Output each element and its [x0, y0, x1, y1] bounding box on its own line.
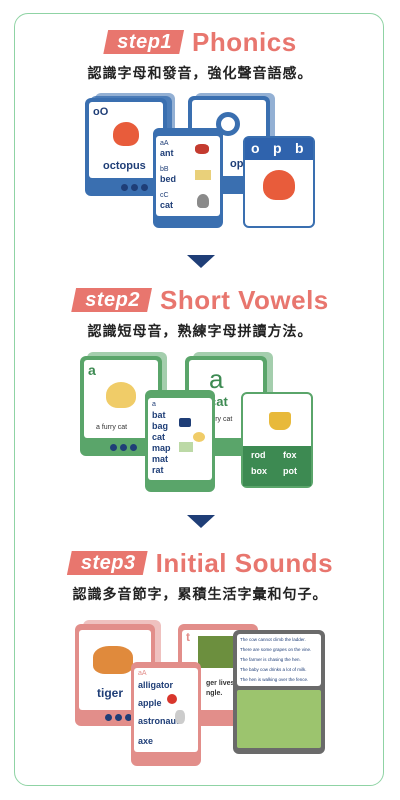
letter-o-graphic	[216, 112, 240, 136]
vowel-list-card: a bat bag cat map mat rat	[145, 390, 215, 492]
cat-illustration	[106, 382, 136, 408]
step2-description: 認識短母音，熟練字母拼讀方法。	[87, 323, 313, 339]
step1-section: step1 Phonics 認識字母和發音，強化聲音語感。	[0, 27, 400, 83]
pot-illustration	[269, 412, 291, 430]
tiger-illustration	[93, 646, 133, 674]
step3-tag: step3	[66, 551, 148, 575]
farm-scene-picture	[237, 690, 321, 748]
step2-title: Short Vowels	[159, 285, 329, 315]
step1-card-illustration: oO octopus opus aA ant bB bed cC cat o p…	[75, 88, 325, 228]
step3-card-illustration: tiger t ger lives in ngle. aA alligator …	[75, 618, 325, 768]
step3-section: step3 Initial Sounds 認識多音節字，累積生活字彙和句子。	[0, 548, 400, 604]
step1-title: Phonics	[192, 27, 297, 57]
step3-title: Initial Sounds	[155, 548, 334, 578]
down-arrow-icon	[187, 255, 215, 268]
down-arrow-icon	[187, 515, 215, 528]
step3-description: 認識多音節字，累積生活字彙和句子。	[72, 586, 328, 602]
step1-description: 認識字母和發音，強化聲音語感。	[87, 65, 313, 81]
vowel-word-card: rod fox box pot	[241, 392, 313, 488]
step1-tag: step1	[103, 30, 185, 54]
sentence-card: The cow cannot climb the ladder. There a…	[233, 630, 325, 754]
jungle-picture	[198, 636, 238, 668]
octopus-illustration	[263, 170, 295, 200]
phonics-list-card: aA ant bB bed cC cat	[153, 128, 223, 228]
sound-list-card: aA alligator apple astronaut axe	[131, 662, 201, 766]
step2-tag: step2	[71, 288, 152, 312]
octopus-illustration	[113, 122, 139, 146]
phonics-letter-card: o p b	[243, 136, 315, 228]
phonics-card-octopus: oO octopus	[85, 98, 167, 196]
step2-section: step2 Short Vowels 認識短母音，熟練字母拼讀方法。	[0, 285, 400, 341]
step2-card-illustration: a a furry cat a cat urry cat a bat bag c…	[75, 350, 325, 492]
